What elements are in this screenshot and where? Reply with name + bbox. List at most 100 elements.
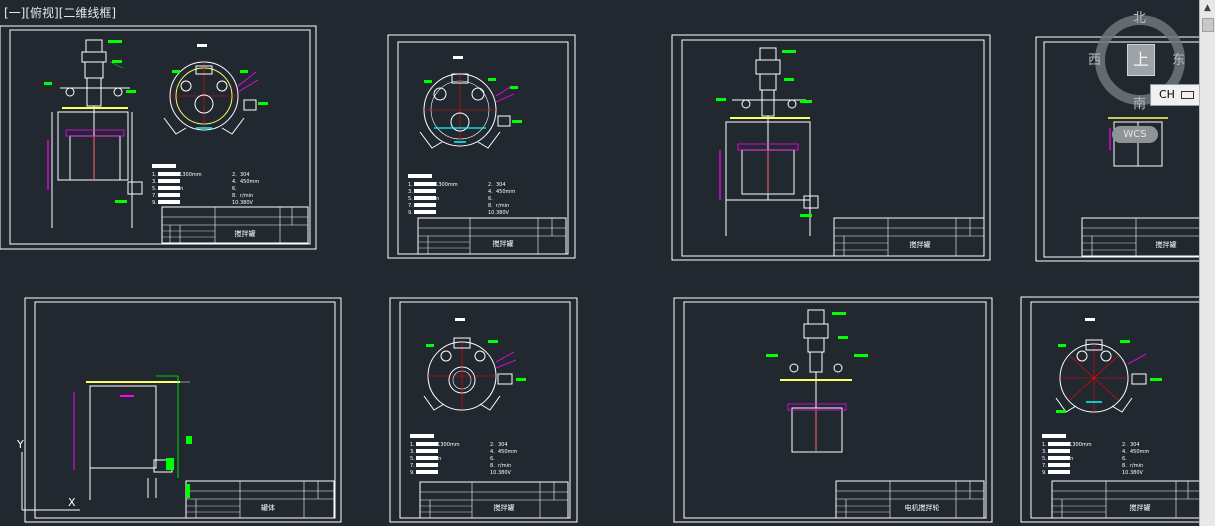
- keyboard-icon[interactable]: [1181, 91, 1194, 99]
- compass-north-label[interactable]: 北: [1133, 11, 1147, 26]
- spec-table-cell: 4.: [488, 189, 493, 195]
- sheet-title: 搅拌罐: [235, 229, 256, 238]
- spec-table-cell: 304: [496, 182, 506, 188]
- spec-table-bar: [416, 456, 438, 460]
- drawing-sheet-6[interactable]: 搅拌罐 1.Φ1000*1300mm2.3043.3mm4.450mm5.Φ35…: [389, 297, 578, 523]
- view-cube-ring[interactable]: [1080, 8, 1200, 118]
- spec-table-cell: 3.: [1042, 449, 1047, 455]
- title-block: 电机搅拌轮: [835, 480, 985, 519]
- vertical-scrollbar[interactable]: ▲: [1199, 0, 1215, 526]
- title-block: 搅拌罐: [1081, 217, 1199, 257]
- spec-table-cell: 4.: [1122, 449, 1127, 455]
- spec-table-cell: 1.: [1042, 442, 1047, 448]
- spec-table-cell: 8.: [232, 193, 237, 199]
- drawing-sheet-2[interactable]: 搅拌罐 1.Φ1000*1300mm2.3043.3mm4.450mm5.Φ35…: [387, 34, 576, 259]
- spec-table-cell: 450mm: [498, 449, 517, 455]
- ucs-y-label: Y: [16, 438, 24, 451]
- spec-table-cell: 304: [1130, 442, 1140, 448]
- view-cube[interactable]: 北 南 东 西 上: [1080, 8, 1200, 118]
- spec-table-cell: 6.: [488, 196, 493, 202]
- drawing-sheet-8[interactable]: 搅拌罐 1.Φ1000*1300mm2.3043.3mm4.450mm5.Φ35…: [1020, 296, 1199, 523]
- spec-table-bar: [414, 203, 436, 207]
- wcs-menu-button[interactable]: WCS: [1112, 126, 1158, 143]
- tank-front-view: [44, 39, 143, 228]
- compass-south-label[interactable]: 南: [1133, 97, 1147, 112]
- spec-table-cell: 6.: [232, 186, 237, 192]
- spec-table-bar: [1048, 456, 1070, 460]
- spec-table-cell: 4.: [232, 179, 237, 185]
- spec-table-cell: r/min: [1130, 463, 1143, 469]
- spec-table-bar: [414, 196, 436, 200]
- spec-table-cell: 2.: [1122, 442, 1127, 448]
- scrollbar-thumb[interactable]: [1202, 18, 1214, 32]
- spec-table-cell: 8.: [490, 463, 495, 469]
- sheet-title: 搅拌罐: [1156, 240, 1177, 249]
- spec-table: 1.Φ1000*1300mm2.3043.3mm4.450mm5.Φ355mm6…: [408, 174, 515, 216]
- spec-table-cell: 10.: [232, 200, 240, 206]
- sheet-title: 搅拌罐: [910, 240, 931, 249]
- drawing-sheet-4[interactable]: 搅拌罐: [1035, 36, 1199, 262]
- spec-table: 1.Φ1000*1300mm2.3043.3mm4.450mm5.Φ355mm6…: [152, 164, 259, 206]
- title-block: 罐体: [185, 480, 335, 519]
- spec-table-bar: [416, 463, 438, 467]
- spec-table-cell: 10.: [488, 210, 496, 216]
- spec-table-cell: 9.: [152, 200, 157, 206]
- ime-language-label: CH: [1159, 88, 1175, 101]
- sheet-title: 搅拌罐: [1130, 503, 1151, 512]
- viewport-controls-label[interactable]: [一][俯视][二维线框]: [4, 6, 117, 20]
- compass-east-label[interactable]: 东: [1172, 53, 1186, 68]
- spec-table-cell: 6.: [1122, 456, 1127, 462]
- drawing-sheet-7[interactable]: 电机搅拌轮: [673, 297, 993, 523]
- spec-table-bar: [158, 200, 180, 204]
- spec-table-bar: [414, 210, 436, 214]
- spec-table-cell: r/min: [240, 193, 253, 199]
- spec-table-cell: 5.: [152, 186, 157, 192]
- spec-table-cell: 3.: [410, 449, 415, 455]
- spec-table-cell: 450mm: [1130, 449, 1149, 455]
- spec-table-header-bar: [408, 174, 432, 178]
- sheet-title: 电机搅拌轮: [905, 503, 940, 512]
- title-block: 搅拌罐: [419, 481, 569, 519]
- spec-table-cell: Φ1000*1300mm: [160, 172, 202, 178]
- spec-table-cell: 10.: [1122, 470, 1130, 476]
- spec-table-cell: 5.: [408, 196, 413, 202]
- spec-table-cell: 1.: [152, 172, 157, 178]
- title-block: 搅拌罐: [833, 217, 985, 257]
- title-block: 搅拌罐: [1051, 480, 1199, 519]
- spec-table-bar: [158, 179, 180, 183]
- spec-table-header-bar: [152, 164, 176, 168]
- ucs-x-label: X: [68, 496, 76, 509]
- spec-table-cell: 450mm: [240, 179, 259, 185]
- spec-table-bar: [1048, 463, 1070, 467]
- drawing-sheet-3[interactable]: 搅拌罐: [671, 34, 991, 261]
- spec-table-cell: 3.: [152, 179, 157, 185]
- spec-table-bar: [1048, 442, 1070, 446]
- drawing-sheet-1[interactable]: 搅拌罐 1.Φ1000*1300mm2.3043.3mm4.450mm5.Φ35…: [0, 25, 317, 250]
- scroll-up-arrow-icon[interactable]: ▲: [1204, 3, 1211, 13]
- tank-top-view: [419, 56, 522, 149]
- spec-table-cell: 6.: [490, 456, 495, 462]
- spec-table-cell: 9.: [408, 210, 413, 216]
- spec-table-bar: [1048, 449, 1070, 453]
- spec-table-cell: Φ1000*1300mm: [1050, 442, 1092, 448]
- spec-table-cell: Φ1000*1300mm: [416, 182, 458, 188]
- spec-table-cell: 9.: [1042, 470, 1047, 476]
- drawing-sheet-5[interactable]: 罐体 Y: [16, 297, 342, 523]
- spec-table-cell: 8.: [488, 203, 493, 209]
- spec-table-bar: [416, 470, 438, 474]
- tank-top-view: [1055, 318, 1162, 413]
- spec-table-bar: [416, 442, 438, 446]
- ime-language-indicator[interactable]: CH: [1150, 84, 1200, 106]
- view-cube-top-face[interactable]: 上: [1127, 44, 1155, 76]
- spec-table-cell: 10.: [490, 470, 498, 476]
- spec-table-cell: 1.: [408, 182, 413, 188]
- compass-west-label[interactable]: 西: [1088, 53, 1102, 68]
- title-block: 搅拌罐: [161, 206, 309, 244]
- title-block: 搅拌罐: [417, 217, 567, 255]
- spec-table-cell: 450mm: [496, 189, 515, 195]
- spec-table-cell: 380V: [496, 210, 510, 216]
- spec-table: 1.Φ1000*1300mm2.3043.3mm4.450mm5.Φ355mm6…: [1042, 434, 1149, 476]
- spec-table-bar: [416, 449, 438, 453]
